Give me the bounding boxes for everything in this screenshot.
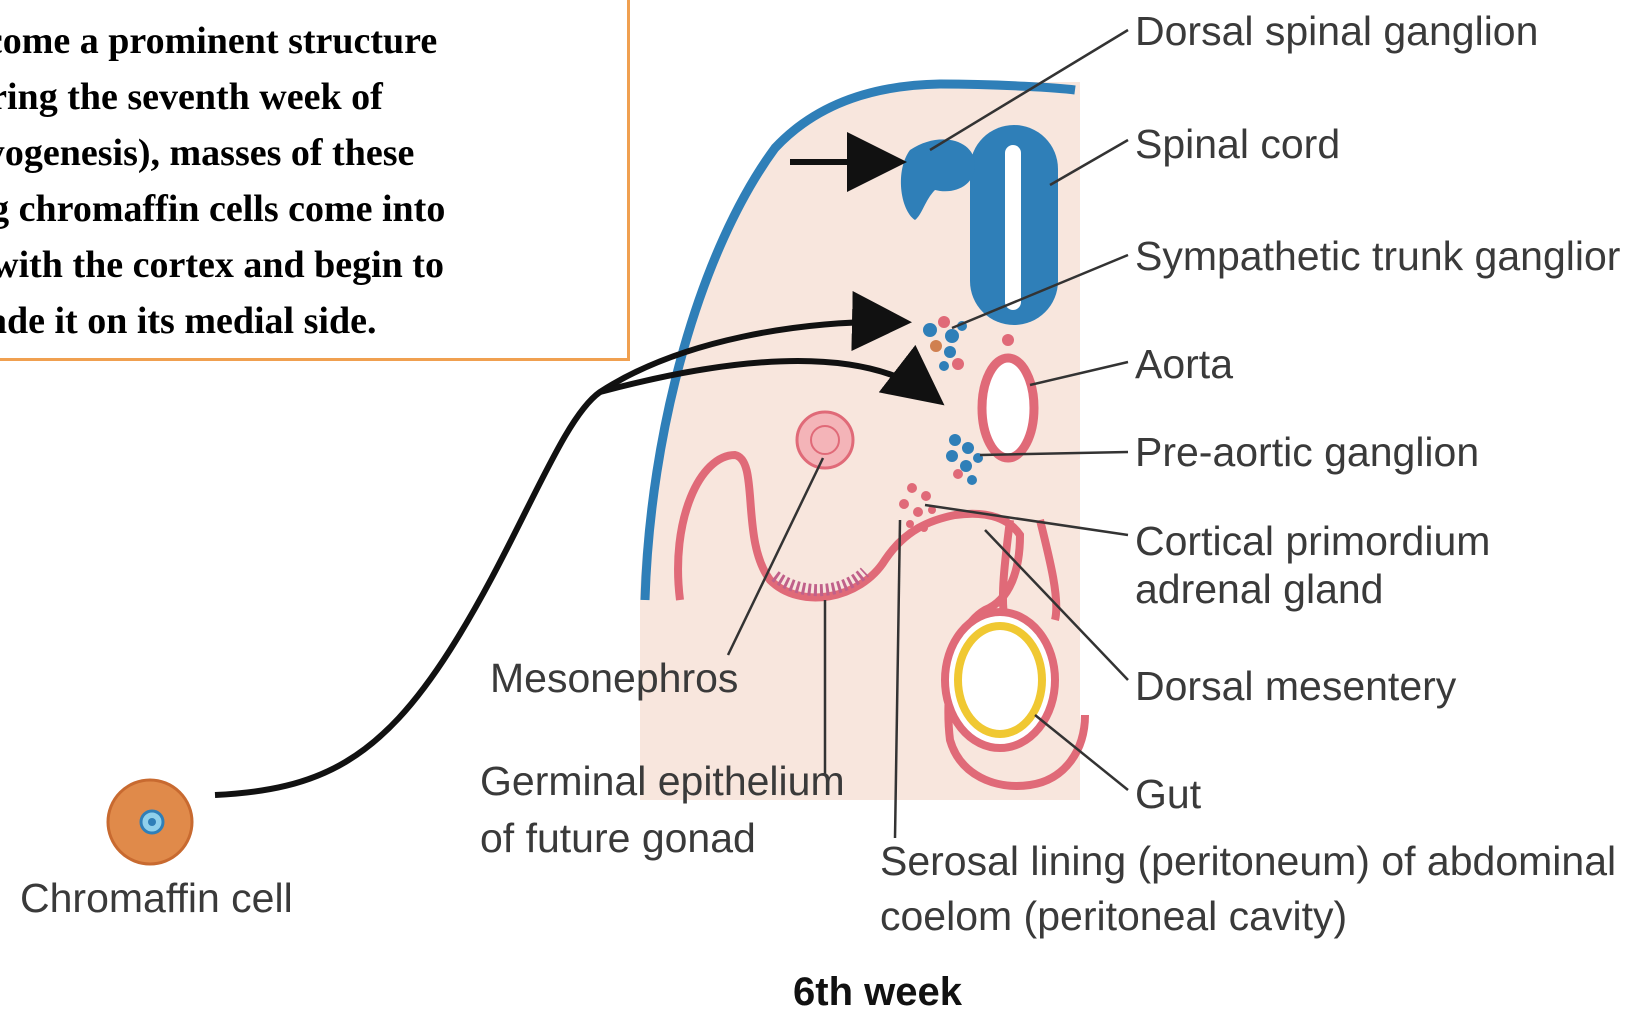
aorta-dot bbox=[1002, 334, 1014, 346]
label-serosal-lining: Serosal lining (peritoneum) of abdominal bbox=[880, 838, 1616, 884]
label-dorsal-mesentery: Dorsal mesentery bbox=[1135, 663, 1457, 709]
label-dorsal-spinal-ganglion: Dorsal spinal ganglion bbox=[1135, 8, 1538, 54]
mesonephros-shape bbox=[797, 412, 853, 468]
label-chromaffin-cell: Chromaffin cell bbox=[20, 875, 293, 921]
label-pre-aortic-ganglion: Pre-aortic ganglion bbox=[1135, 429, 1479, 475]
aorta-shape bbox=[982, 358, 1034, 458]
label-sympathetic-trunk-ganglion: Sympathetic trunk ganglior bbox=[1135, 233, 1620, 279]
caption-6th-week: 6th week bbox=[793, 970, 963, 1014]
label-aorta: Aorta bbox=[1135, 341, 1233, 387]
label-peritoneal-cavity: coelom (peritoneal cavity) bbox=[880, 893, 1347, 939]
label-adrenal-gland: adrenal gland bbox=[1135, 566, 1383, 612]
label-cortical-primordium: Cortical primordium bbox=[1135, 518, 1490, 564]
label-future-gonad: of future gonad bbox=[480, 815, 756, 861]
label-spinal-cord: Spinal cord bbox=[1135, 121, 1340, 167]
central-canal bbox=[1005, 145, 1021, 310]
label-germinal-epithelium: Germinal epithelium bbox=[480, 758, 845, 804]
chromaffin-cell-nucleolus bbox=[148, 818, 156, 826]
label-mesonephros: Mesonephros bbox=[490, 655, 738, 701]
label-gut: Gut bbox=[1135, 771, 1202, 817]
